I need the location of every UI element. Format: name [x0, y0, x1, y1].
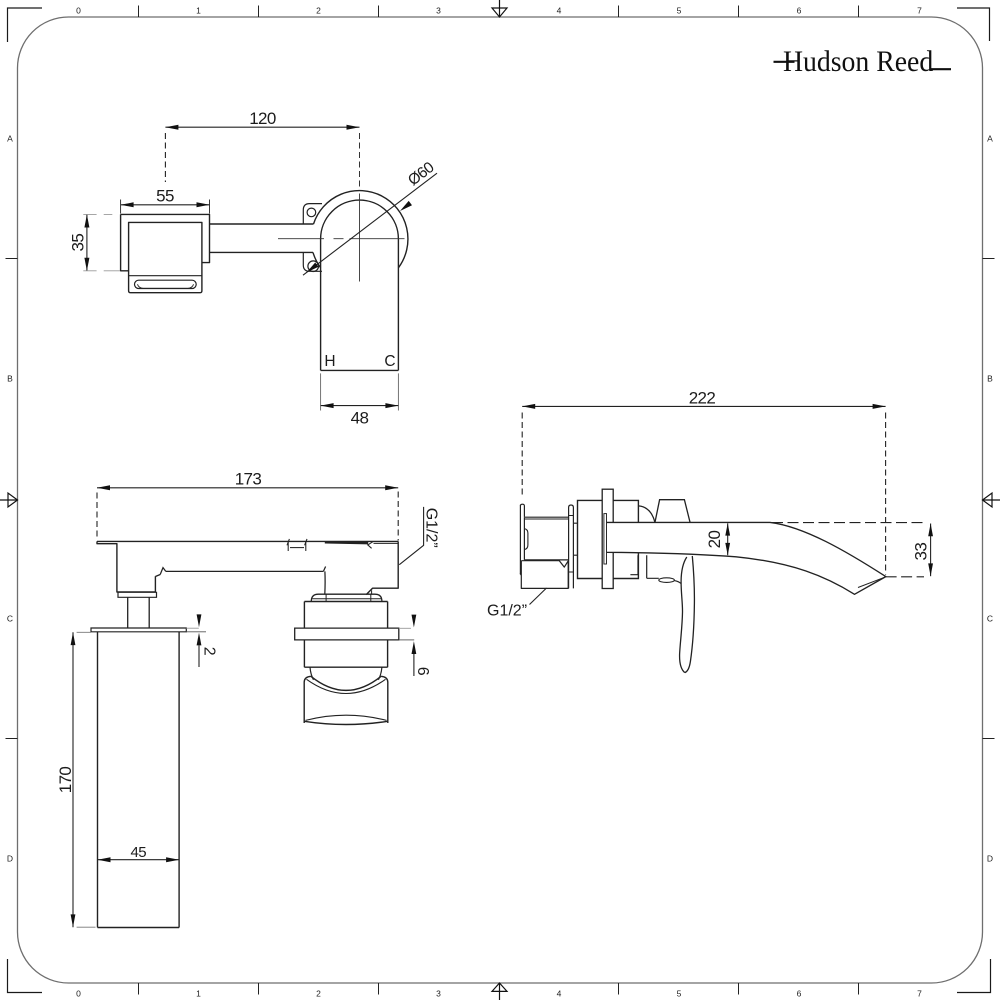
- svg-text:6: 6: [797, 6, 802, 16]
- svg-text:6: 6: [797, 989, 802, 999]
- svg-text:A: A: [987, 134, 993, 144]
- svg-text:45: 45: [131, 844, 147, 861]
- svg-text:1: 1: [196, 989, 201, 999]
- svg-text:A: A: [7, 134, 13, 144]
- svg-text:7: 7: [917, 6, 922, 16]
- svg-text:3: 3: [436, 989, 441, 999]
- svg-text:2: 2: [316, 989, 321, 999]
- svg-text:C: C: [987, 614, 993, 624]
- svg-text:170: 170: [56, 767, 75, 794]
- svg-text:0: 0: [76, 6, 81, 16]
- svg-text:G1/2”: G1/2”: [487, 603, 527, 620]
- svg-text:Hudson Reed: Hudson Reed: [783, 45, 934, 78]
- svg-text:222: 222: [689, 388, 716, 407]
- svg-text:5: 5: [677, 6, 682, 16]
- svg-text:20: 20: [705, 531, 724, 549]
- svg-text:3: 3: [436, 6, 441, 16]
- svg-text:H: H: [324, 353, 335, 370]
- svg-text:55: 55: [156, 186, 174, 205]
- svg-text:B: B: [7, 374, 13, 384]
- svg-text:173: 173: [235, 469, 262, 488]
- svg-text:33: 33: [911, 543, 930, 561]
- svg-text:7: 7: [917, 989, 922, 999]
- svg-text:2: 2: [200, 647, 217, 656]
- svg-text:35: 35: [68, 234, 87, 252]
- svg-text:6: 6: [414, 667, 431, 676]
- svg-text:D: D: [7, 854, 13, 864]
- svg-text:C: C: [7, 614, 13, 624]
- svg-text:5: 5: [677, 989, 682, 999]
- svg-text:4: 4: [557, 989, 562, 999]
- svg-text:D: D: [987, 854, 993, 864]
- svg-text:G1/2”: G1/2”: [423, 508, 440, 548]
- svg-text:0: 0: [76, 989, 81, 999]
- svg-text:1: 1: [196, 6, 201, 16]
- svg-text:C: C: [384, 353, 395, 370]
- svg-text:B: B: [987, 374, 993, 384]
- svg-text:4: 4: [557, 6, 562, 16]
- svg-text:120: 120: [249, 109, 276, 128]
- svg-text:48: 48: [351, 408, 369, 427]
- svg-text:2: 2: [316, 6, 321, 16]
